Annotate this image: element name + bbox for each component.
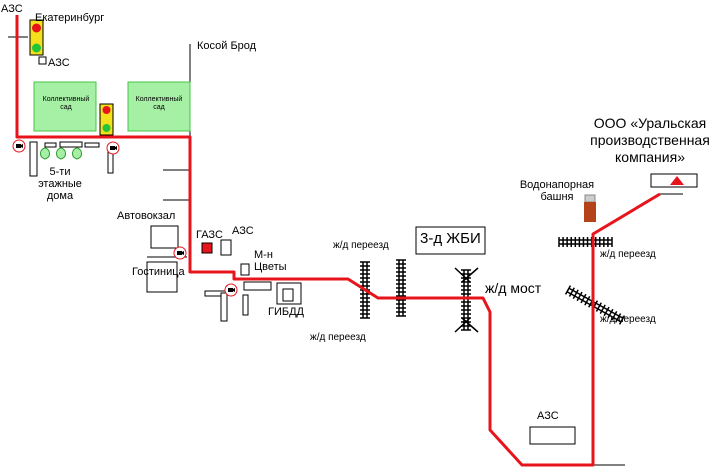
zd-pereezd-label-1: ж/д переезд — [333, 240, 389, 251]
kosoy-brod-label: Косой Брод — [197, 40, 257, 52]
railway-track — [558, 237, 613, 247]
gazs-marker — [201, 242, 213, 254]
garden-right — [127, 81, 191, 132]
azs-left-building — [38, 56, 47, 65]
railway-track — [396, 259, 406, 317]
company-label: ООО «Уральская производственная компания… — [590, 115, 710, 165]
azs-bottom-building — [529, 426, 576, 445]
water-tower-icon — [584, 194, 596, 222]
bridge-edge — [454, 267, 471, 283]
gibdd-label: ГИБДД — [268, 306, 304, 318]
zd-pereezd-label-2: ж/д переезд — [310, 332, 366, 343]
zd-pereezd-label-3: ж/д переезд — [600, 249, 656, 260]
railway-track-icon — [360, 237, 626, 333]
avtovokzal-building — [150, 225, 179, 249]
arrow-icon — [670, 176, 684, 185]
water-tower-label: Водонапорная башня — [519, 179, 595, 203]
garden-left — [33, 81, 97, 132]
zbi-label: 3-д ЖБИ — [420, 230, 481, 247]
traffic-camera-icon — [173, 246, 187, 260]
traffic-camera-icon — [224, 283, 238, 297]
bridge-edge — [461, 267, 479, 283]
bridge-edge — [454, 317, 471, 333]
mn-tsvety-label: М-н Цветы — [254, 249, 287, 273]
traffic-camera-icon — [106, 141, 120, 155]
garden-right-label: Коллективный сад — [135, 96, 183, 111]
house-1 — [29, 141, 38, 177]
traffic-light-icon — [29, 19, 44, 56]
zbi-building — [415, 226, 486, 255]
zd-pereezd-label-4: ж/д переезд — [600, 314, 656, 325]
zd-most-label: ж/д мост — [485, 280, 542, 296]
azs-top-label: АЗС — [1, 3, 23, 15]
buildings — [29, 56, 698, 445]
tree-icon — [40, 147, 82, 160]
azs-mid-label: АЗС — [232, 225, 254, 237]
garden-left-label: Коллективный сад — [42, 96, 90, 111]
traffic-light-icon — [99, 103, 114, 136]
traffic-camera-icon — [12, 139, 26, 153]
bridge-edge — [461, 317, 479, 333]
avtovokzal-label: Автовокзал — [117, 210, 176, 222]
route-line — [15, 15, 661, 467]
azs-left-label: АЗС — [48, 57, 70, 69]
houses-label: 5-ти этажные дома — [38, 166, 82, 202]
azs-bottom-label: АЗС — [537, 410, 559, 422]
gostinitsa-label: Гостиница — [132, 266, 185, 278]
gostinitsa-building — [146, 261, 178, 293]
ekaterinburg-label: Екатеринбург — [35, 12, 105, 24]
gazs-label: ГАЗС — [196, 229, 223, 241]
